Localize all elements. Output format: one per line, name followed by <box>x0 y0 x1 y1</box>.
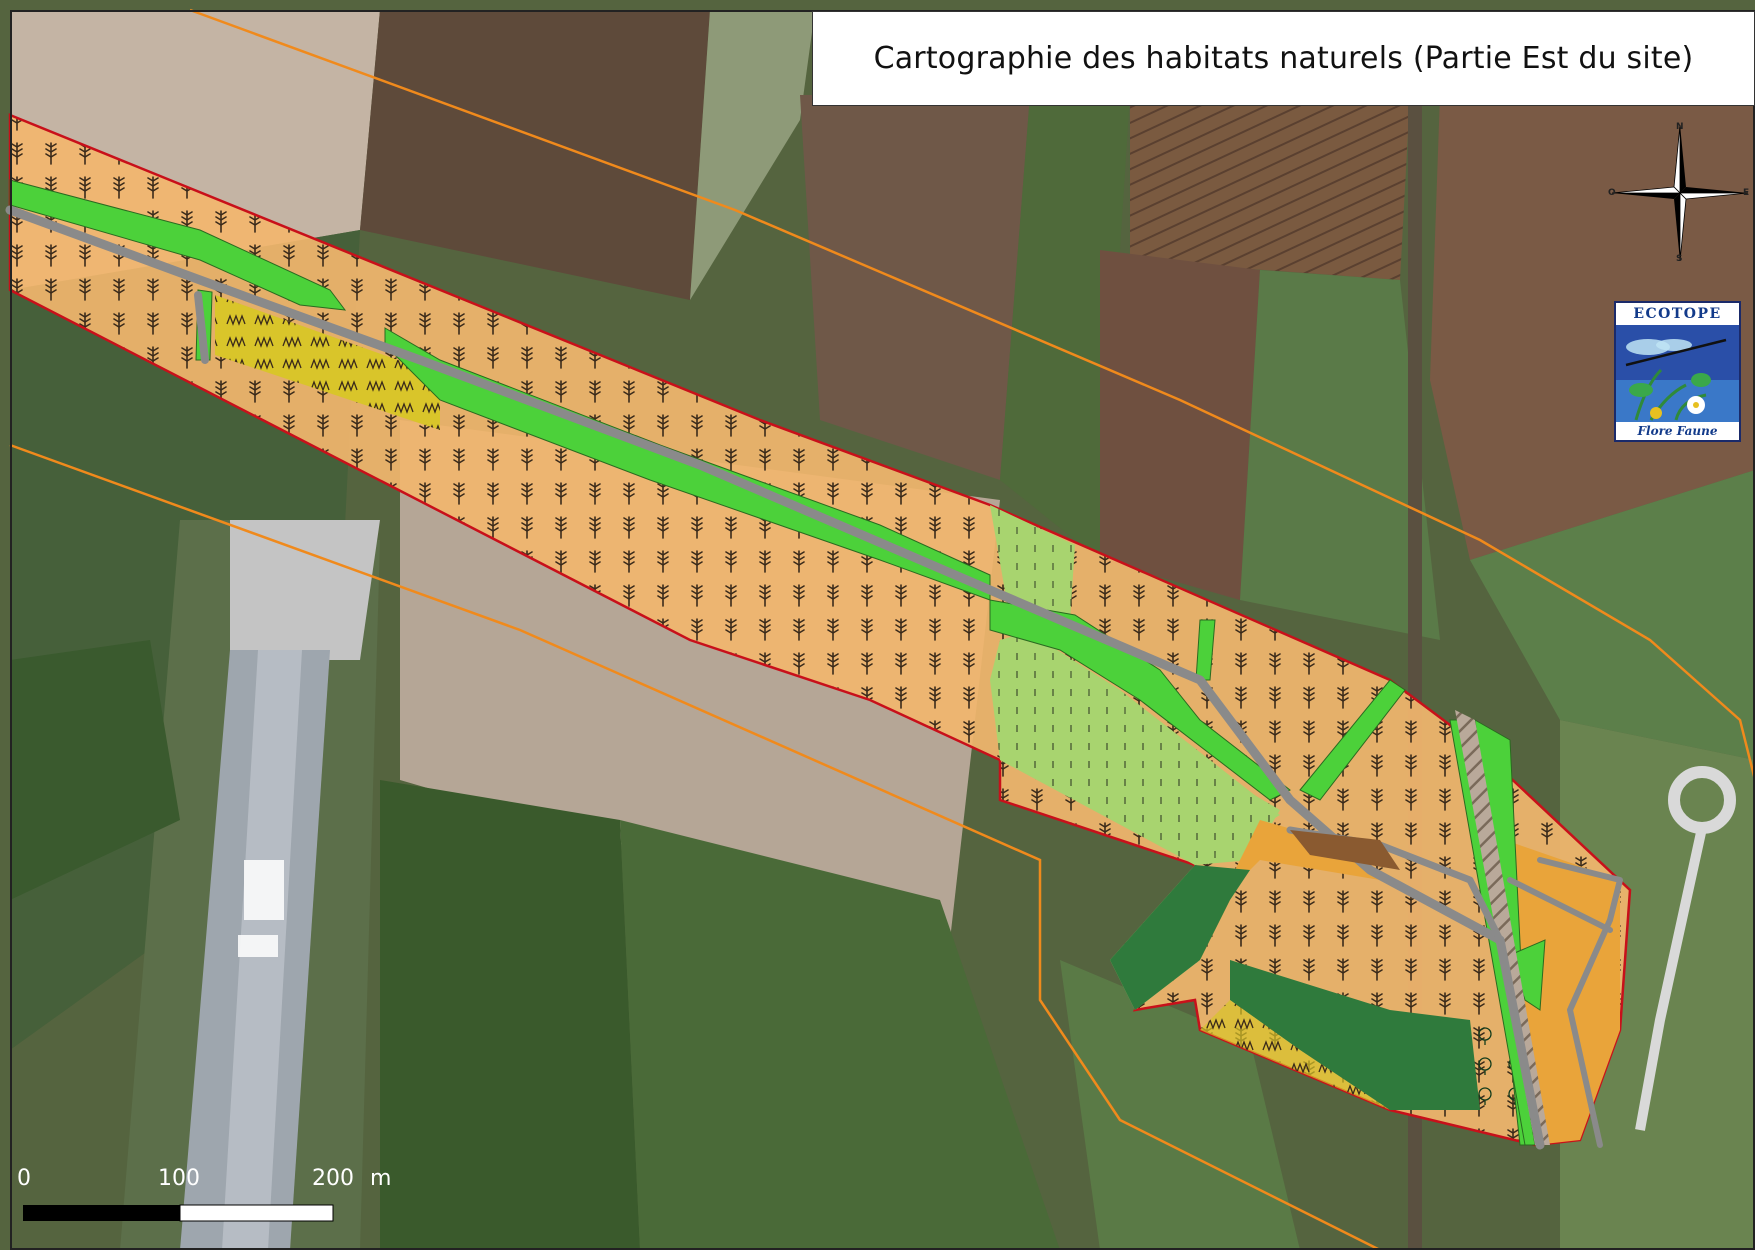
logo-top-text: ECOTOPE <box>1616 303 1739 325</box>
map-title: Cartographie des habitats naturels (Part… <box>873 41 1694 76</box>
railway <box>1455 710 1550 1145</box>
scale-label-100: 100 <box>158 1166 200 1191</box>
road <box>5 205 1623 1150</box>
compass-east-label: E <box>1743 188 1750 198</box>
scale-label-200: 200 <box>312 1166 354 1191</box>
roundabout <box>1635 766 1736 1131</box>
buffer-outline <box>9 8 1755 1250</box>
compass-icon <box>1611 124 1749 262</box>
compass-west-label: O <box>1608 188 1616 198</box>
scale-bar <box>23 1204 334 1222</box>
compass-north-label: N <box>1676 122 1684 132</box>
runway <box>222 650 302 1250</box>
bare-soil-patch <box>1290 830 1400 870</box>
ecotope-logo: ECOTOPE Flore Faune <box>1614 301 1741 442</box>
logo-bottom-text: Flore Faune <box>1616 422 1739 440</box>
scale-unit-label: m <box>370 1166 392 1191</box>
map-title-box: Cartographie des habitats naturels (Part… <box>812 11 1755 106</box>
meadow-light-green <box>990 505 1280 1010</box>
dragonfly-flower-icon <box>1616 325 1739 425</box>
compass-south-label: S <box>1676 254 1683 264</box>
meadow-yellow <box>215 295 440 430</box>
woodland <box>1110 865 1525 1110</box>
scale-label-0: 0 <box>17 1166 31 1191</box>
